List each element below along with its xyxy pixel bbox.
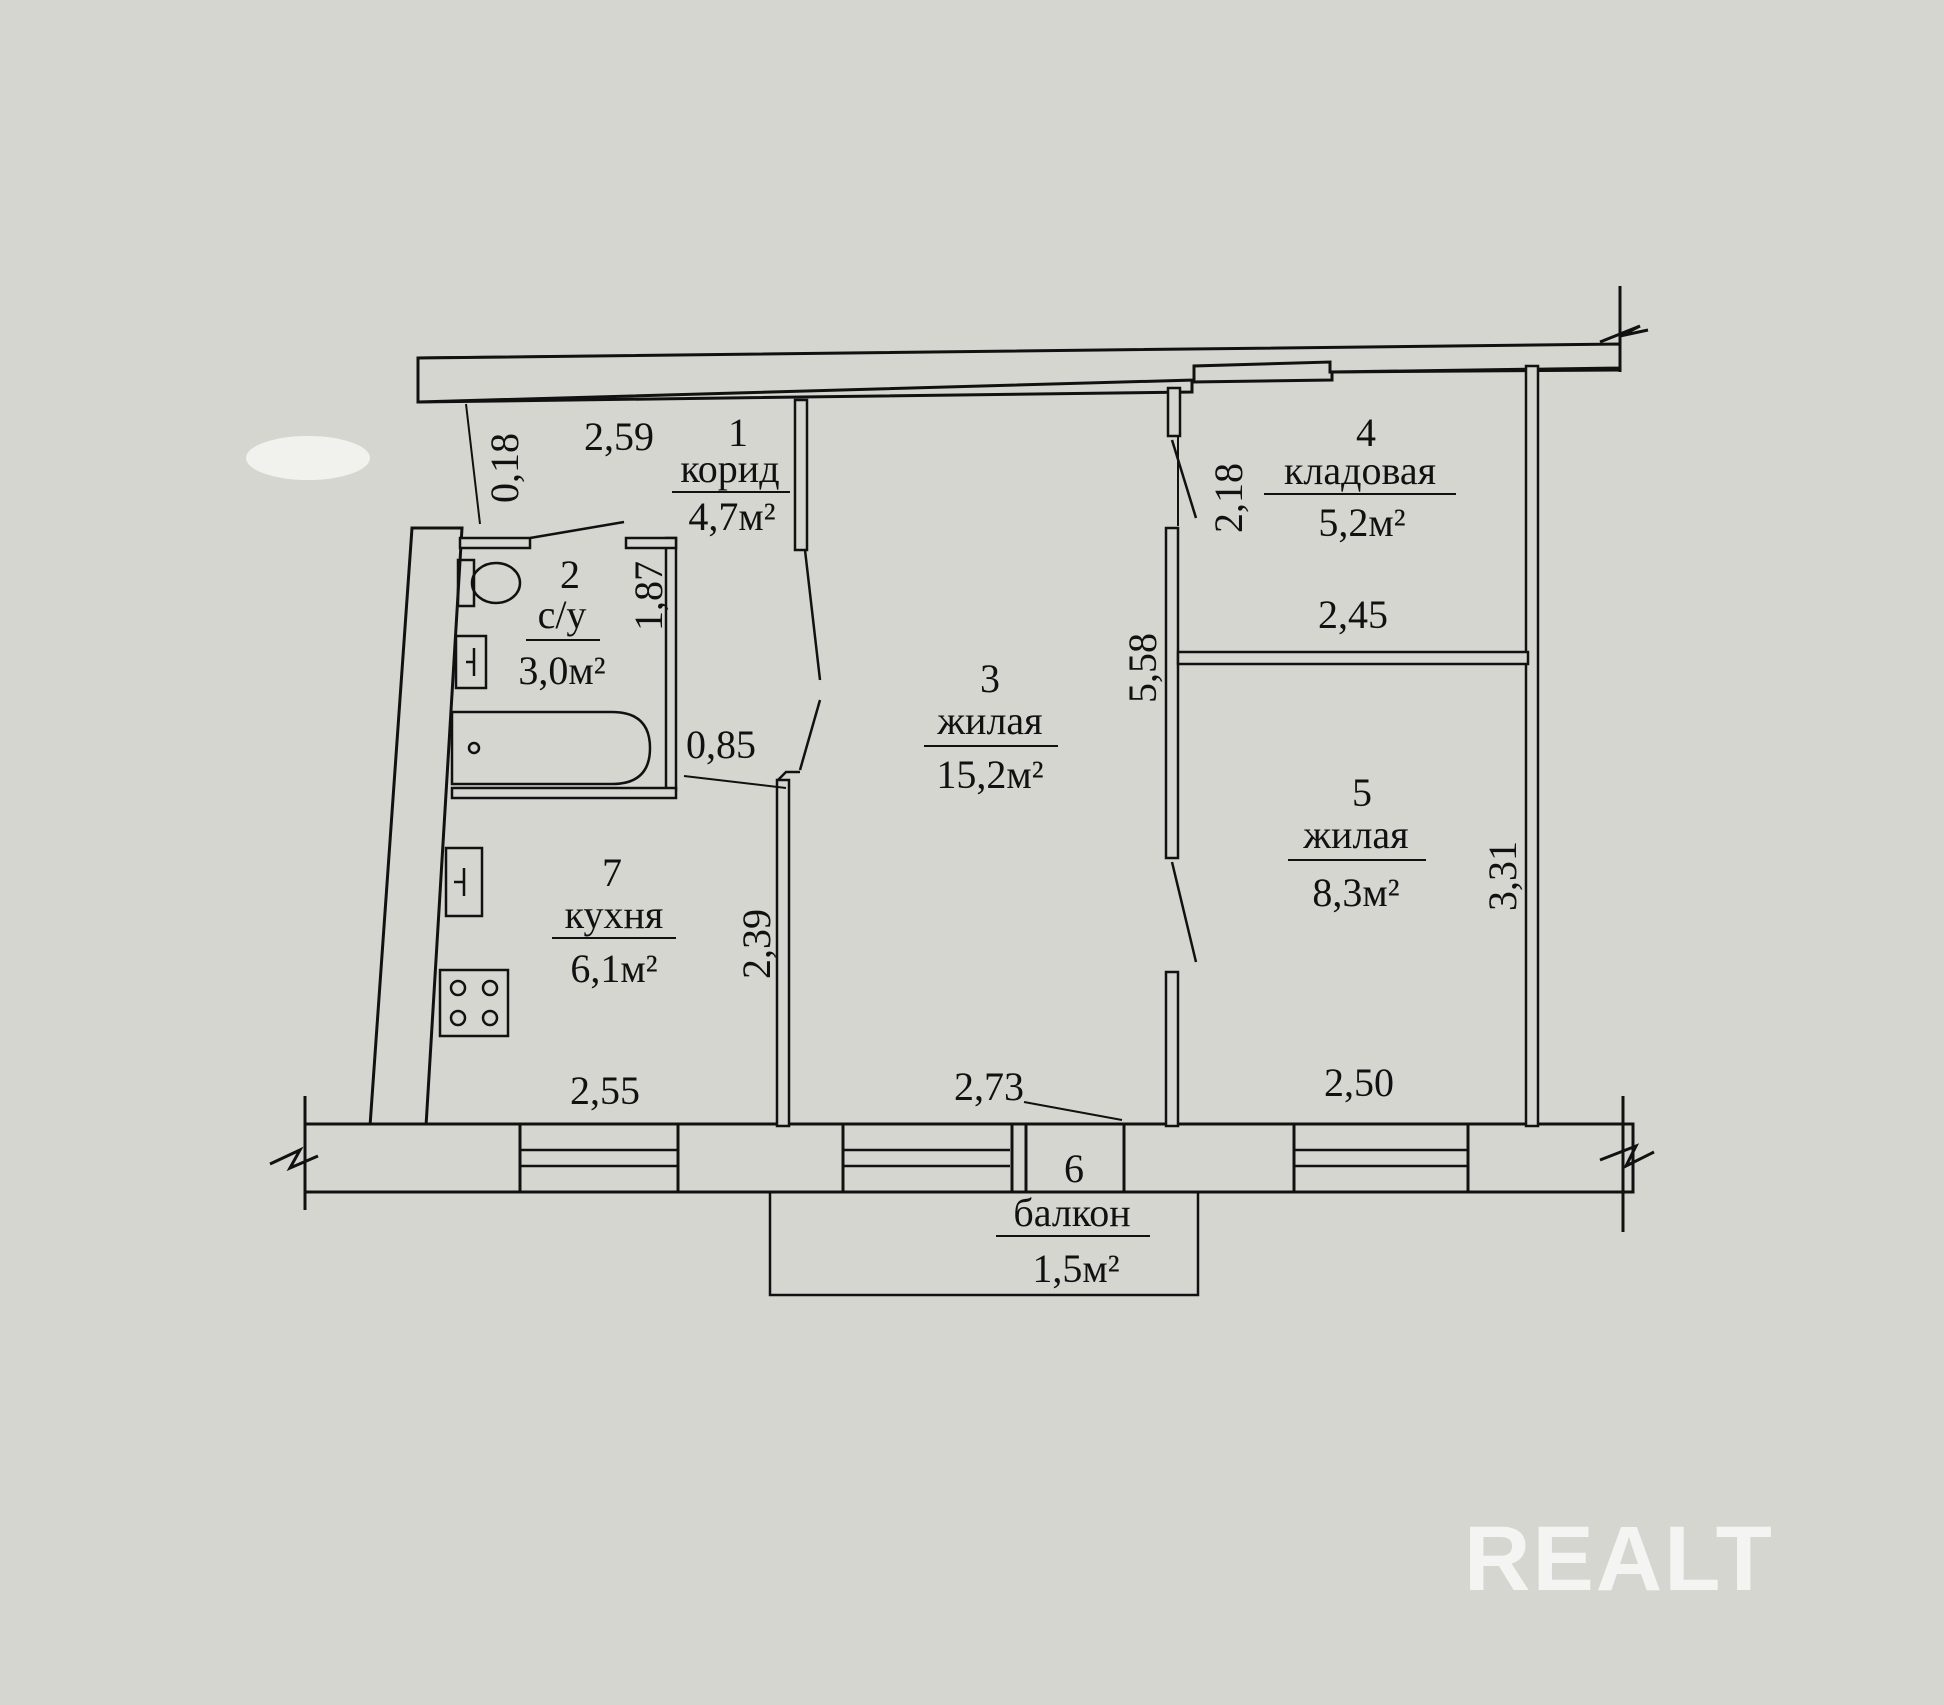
stove-icon: [438, 968, 510, 1038]
kitchen-sink-icon: [444, 846, 484, 918]
room-2-area: 3,0м²: [518, 648, 605, 693]
walls: [269, 286, 1655, 1232]
bottom-wall-left: [303, 1122, 522, 1194]
fixtures: [438, 558, 652, 1038]
dim-2-39: 2,39: [734, 909, 779, 979]
bathroom-bottom-wall: [450, 786, 678, 800]
bathroom-sink-icon: [454, 634, 488, 690]
room-3-area: 15,2м²: [936, 752, 1043, 797]
dim-5-58: 5,58: [1120, 633, 1165, 703]
top-wall-break: [1599, 286, 1649, 372]
room-7-number: 7: [602, 850, 622, 895]
windows: [520, 1122, 1468, 1194]
dim-2-59: 2,59: [584, 414, 654, 459]
room-1-area: 4,7м²: [688, 494, 775, 539]
bathroom-top-wall: [458, 536, 532, 550]
dim-2-50: 2,50: [1324, 1060, 1394, 1105]
room-6-number: 6: [1064, 1146, 1084, 1191]
room-5-name: жилая: [1302, 812, 1408, 857]
balcony-outline: [768, 1192, 1200, 1297]
bottom-right-break: [1599, 1096, 1655, 1232]
room-5-area: 8,3м²: [1312, 870, 1399, 915]
mid-wall-bottom: [1164, 970, 1180, 1128]
room5-door: [1170, 861, 1198, 963]
stove-burner-icon: [481, 979, 499, 997]
dim-0-85: 0,85: [686, 722, 756, 767]
room-3-name: жилая: [936, 698, 1042, 743]
bottom-wall-mid-pier: [1122, 1122, 1296, 1194]
room5-window: [1294, 1148, 1468, 1168]
bathroom-top-wall-right: [624, 536, 678, 550]
kitchen-living-wall: [775, 778, 791, 1128]
room-labels: 1 корид 4,7м² 2 с/у 3,0м² 3 жилая 15,2м²…: [518, 410, 1456, 1291]
right-inner-wall: [1524, 364, 1540, 1128]
corridor-living-door: [798, 549, 822, 771]
room-1-name: корид: [680, 446, 779, 491]
living-window: [843, 1148, 1010, 1168]
kitchen-window: [520, 1148, 678, 1168]
kitchen-door-corner: [777, 770, 800, 781]
bottom-wall-kitchen-pier: [676, 1122, 845, 1194]
room-2-name: с/у: [538, 592, 587, 637]
interior-walls: [450, 364, 1540, 1128]
storage-partition: [1176, 650, 1530, 666]
bathroom-door: [529, 520, 625, 540]
mid-wall-middle: [1164, 526, 1180, 860]
dim-2-45: 2,45: [1318, 592, 1388, 637]
balcony-door-frame: [1010, 1122, 1028, 1194]
leader-0-85: [683, 775, 787, 789]
room-7-area: 6,1м²: [570, 946, 657, 991]
bathtub-icon: [450, 710, 652, 786]
room-6-area: 1,5м²: [1032, 1246, 1119, 1291]
room-4-name: кладовая: [1284, 448, 1436, 493]
room-5-number: 5: [1352, 770, 1372, 815]
toilet-tank-icon: [456, 558, 476, 608]
room-3-number: 3: [980, 656, 1000, 701]
dim-2-18: 2,18: [1206, 463, 1251, 533]
smudge: [246, 436, 370, 480]
room-1-number: 1: [728, 410, 748, 455]
leader-0-18: [465, 403, 481, 525]
dim-1-87: 1,87: [626, 561, 671, 631]
mid-wall-top: [1166, 386, 1182, 438]
stove-burner-icon: [481, 1009, 499, 1027]
storage-door: [1170, 439, 1198, 519]
realt-watermark: REALT: [1464, 1508, 1774, 1610]
room-4-area: 5,2м²: [1318, 500, 1405, 545]
leaders: [465, 403, 1179, 1121]
bottom-left-break: [269, 1096, 319, 1210]
room-4-number: 4: [1356, 410, 1376, 455]
top-wall-body: [416, 342, 1622, 404]
dimension-labels: 0,18 2,59 1,87 0,85 2,39 2,55 2,73 5,58 …: [482, 414, 1525, 1113]
bathroom-sink-tap-icon: [466, 648, 476, 676]
dim-2-55: 2,55: [570, 1068, 640, 1113]
leader-2-73: [1023, 1101, 1123, 1121]
kitchen-sink-tap-icon: [454, 868, 466, 896]
bathtub-drain-icon: [467, 741, 481, 755]
room-6-name: балкон: [1013, 1190, 1130, 1235]
stove-burner-icon: [449, 979, 467, 997]
dim-3-31: 3,31: [1480, 841, 1525, 911]
doors: [529, 439, 1198, 963]
toilet-bowl-icon: [470, 561, 522, 605]
dim-0-18: 0,18: [482, 433, 527, 503]
stove-burner-icon: [449, 1009, 467, 1027]
room-2-number: 2: [560, 552, 580, 597]
bottom-wall-line: [305, 1122, 1633, 1194]
corridor-wall-upper: [793, 398, 809, 552]
dim-2-73: 2,73: [954, 1064, 1024, 1109]
room-7-name: кухня: [565, 892, 664, 937]
